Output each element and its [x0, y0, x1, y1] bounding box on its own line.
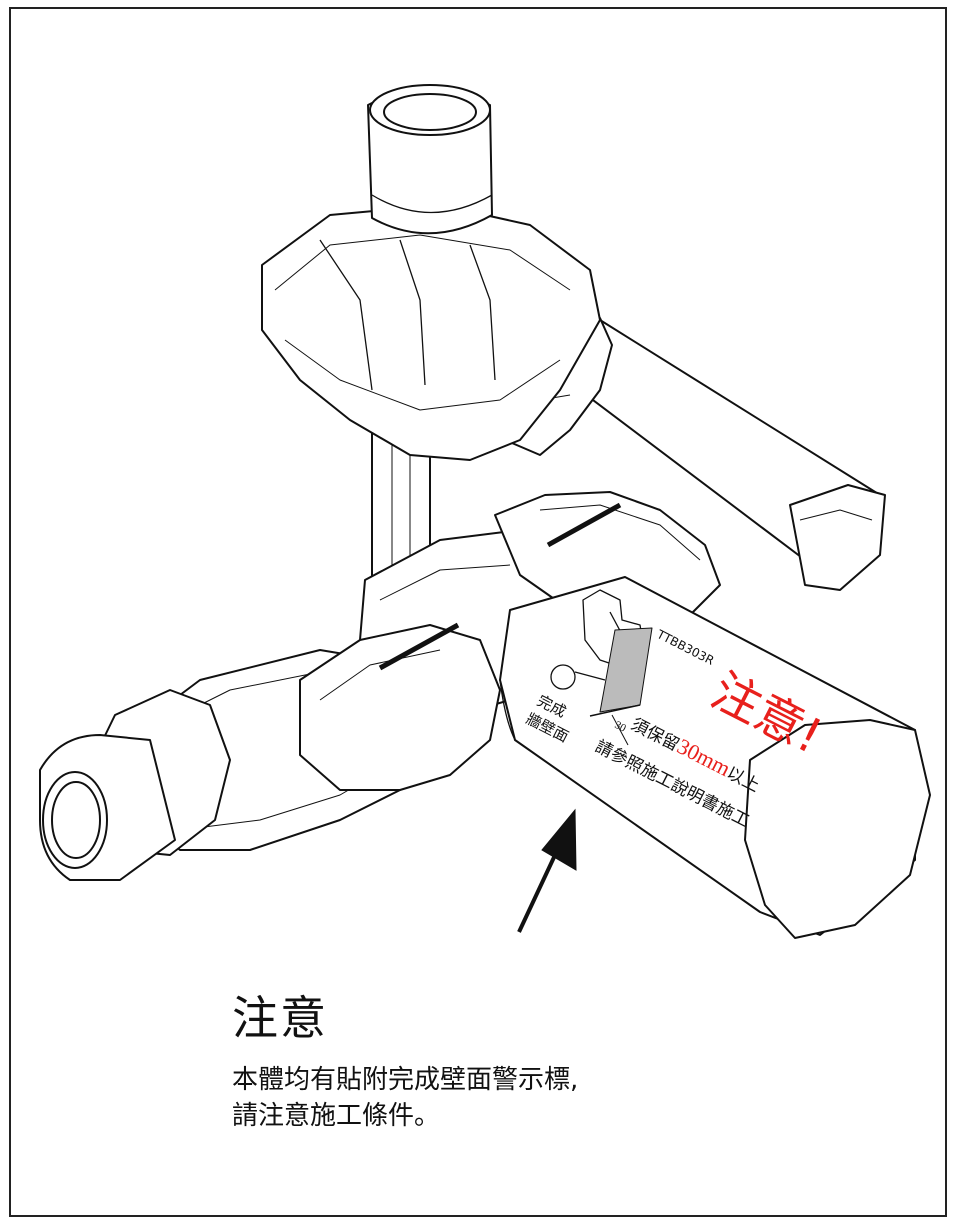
left-hex-nut — [299, 624, 501, 791]
note-description: 本體均有貼附完成壁面警示標, 請注意施工條件。 — [232, 1062, 578, 1134]
leader-arrow — [517, 808, 577, 933]
note-title: 注意 — [232, 991, 328, 1045]
note-line-1: 本體均有貼附完成壁面警示標, — [232, 1065, 579, 1095]
note-line-2: 請注意施工條件。 — [232, 1101, 441, 1131]
